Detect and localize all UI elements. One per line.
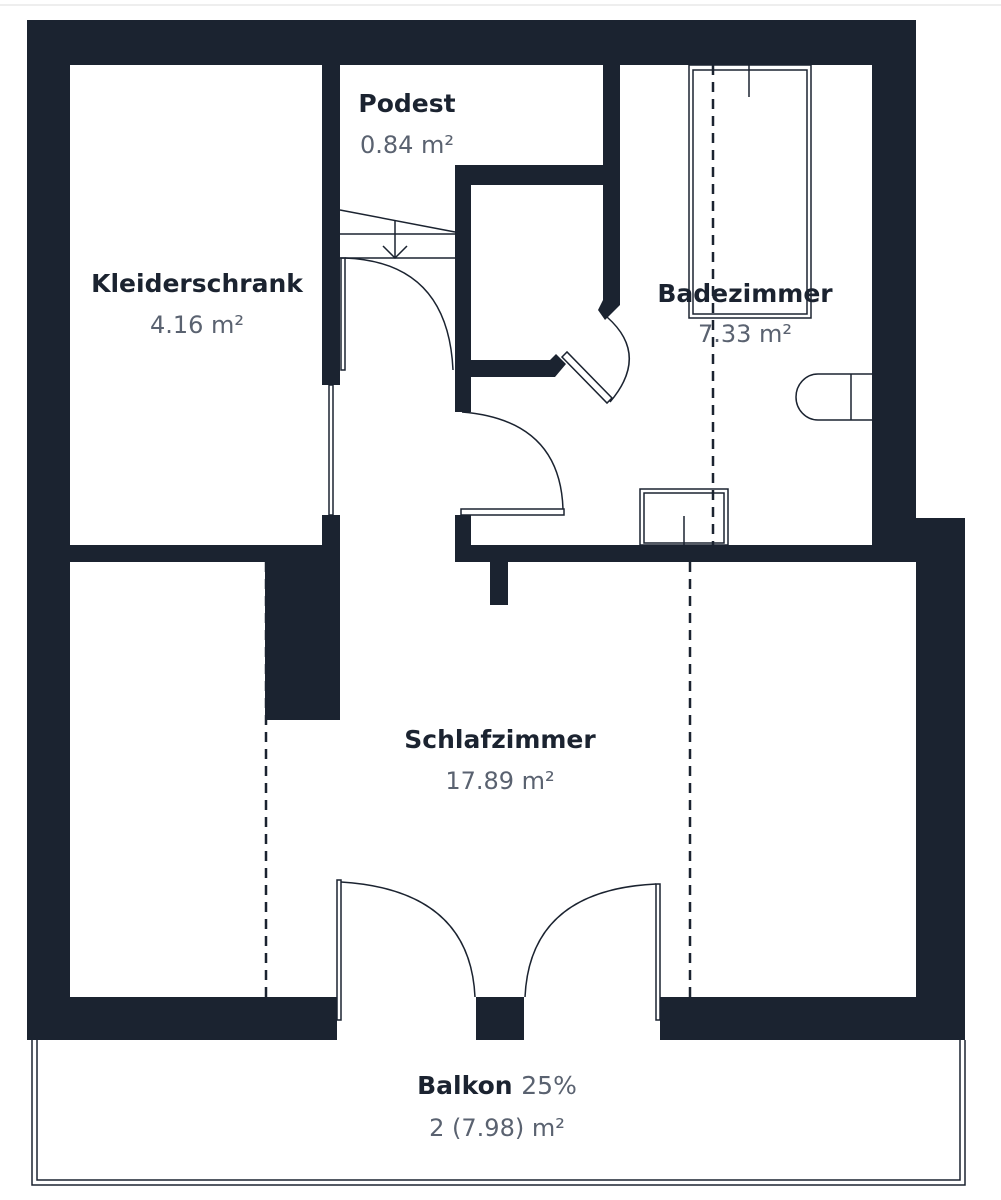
room-name-podest: Podest [358,89,455,118]
stairs [339,209,456,260]
room-name-schlafzimmer: Schlafzimmer [404,725,596,754]
room-area-podest: 0.84 m² [360,131,454,159]
balcony [31,1040,966,1186]
room-name-kleiderschrank: Kleiderschrank [91,269,304,298]
balcony-label: Balkon 25% [417,1071,577,1100]
slope-lines [264,65,715,997]
room-area-badezimmer: 7.33 m² [698,320,792,348]
balcony-share: 25% [521,1071,577,1100]
room-area-kleiderschrank: 4.16 m² [150,311,244,339]
room-name-badezimmer: Badezimmer [657,279,833,308]
toilet [795,373,872,421]
bathtub [688,64,812,319]
room-area-schlafzimmer: 17.89 m² [445,767,554,795]
balcony-area: 2 (7.98) m² [429,1114,565,1142]
doors [328,257,661,1021]
balcony-name: Balkon [417,1071,512,1100]
fixtures [639,64,872,546]
walls [27,20,965,1040]
